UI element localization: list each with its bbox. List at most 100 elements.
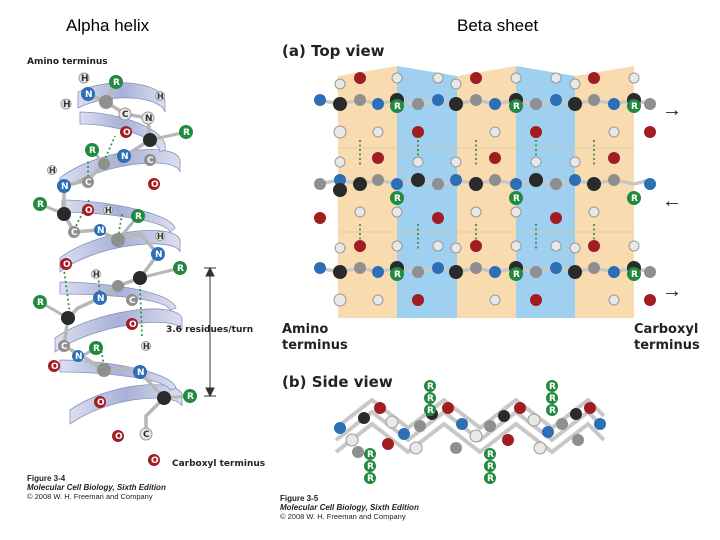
svg-text:C: C: [143, 430, 150, 440]
svg-text:H: H: [93, 270, 100, 279]
svg-text:H: H: [157, 232, 164, 241]
svg-text:C: C: [71, 228, 78, 238]
svg-text:C: C: [61, 342, 68, 352]
svg-text:R: R: [394, 102, 401, 112]
svg-text:C: C: [122, 110, 129, 120]
svg-text:R: R: [427, 394, 434, 404]
svg-text:R: R: [183, 128, 190, 138]
svg-text:R: R: [631, 194, 638, 204]
svg-text:R: R: [93, 344, 100, 354]
svg-text:O: O: [123, 128, 131, 138]
carboxyl-terminus-label: Carboxyl terminus: [172, 459, 266, 469]
svg-text:R: R: [487, 462, 494, 472]
svg-text:N: N: [97, 294, 105, 304]
alpha-figure-caption: Figure 3-4 Molecular Cell Biology, Sixth…: [27, 474, 166, 501]
svg-text:C: C: [147, 156, 154, 166]
svg-text:H: H: [63, 100, 71, 110]
beta-figure-number: Figure 3-5: [280, 494, 319, 503]
svg-text:R: R: [513, 194, 520, 204]
svg-text:R: R: [367, 474, 374, 484]
alpha-helix-heading: Alpha helix: [66, 16, 150, 35]
amino-terminus-label: Amino terminus: [27, 57, 108, 67]
svg-text:R: R: [367, 462, 374, 472]
strand-3-direction-arrow: →: [662, 280, 682, 302]
svg-text:N: N: [75, 352, 83, 362]
residues-per-turn-bracket: [204, 266, 216, 398]
svg-text:R: R: [135, 212, 142, 222]
beta-carboxyl-terminus-label: Carboxyl terminus: [634, 322, 700, 354]
svg-text:N: N: [155, 250, 163, 260]
beta-atoms-strand-2: R R R: [314, 152, 656, 224]
beta-atoms-strand-3: R R R: [314, 240, 656, 307]
helix-atoms: H H N R C H N O R R N C O H N C R O H R …: [33, 72, 197, 466]
svg-text:N: N: [121, 152, 129, 162]
beta-sheet-heading: Beta sheet: [457, 16, 539, 35]
svg-text:R: R: [631, 102, 638, 112]
svg-text:R: R: [89, 146, 96, 156]
svg-text:R: R: [37, 298, 44, 308]
svg-text:R: R: [549, 382, 556, 392]
svg-text:C: C: [85, 178, 92, 188]
svg-text:O: O: [97, 398, 105, 408]
svg-text:R: R: [487, 450, 494, 460]
svg-text:H: H: [157, 92, 164, 101]
side-view-letter: (b): [282, 373, 307, 391]
alpha-figure-book: Molecular Cell Biology, Sixth Edition: [27, 483, 166, 492]
beta-atoms-strand-1: R R R: [314, 72, 656, 139]
svg-text:O: O: [129, 320, 137, 330]
svg-text:R: R: [177, 264, 184, 274]
alpha-figure-copyright: © 2008 W. H. Freeman and Company: [27, 492, 153, 501]
svg-text:N: N: [85, 90, 93, 100]
beta-backbone: [316, 98, 652, 274]
beta-figure-book: Molecular Cell Biology, Sixth Edition: [280, 503, 419, 512]
beta-hydrogen-bonds: [359, 140, 595, 250]
side-view-text: Side view: [311, 373, 393, 391]
top-view-text: Top view: [311, 42, 385, 60]
beta-amino-line2: terminus: [282, 338, 348, 353]
svg-text:H: H: [49, 166, 56, 175]
svg-text:C: C: [129, 296, 136, 306]
alpha-figure-number: Figure 3-4: [27, 474, 66, 483]
pleat-bands: [338, 66, 634, 318]
svg-text:R: R: [37, 200, 44, 210]
svg-text:N: N: [97, 226, 105, 236]
svg-text:R: R: [549, 394, 556, 404]
alpha-helix-diagram: H H N R C H N O R R N C O H N C R O H R …: [33, 72, 216, 466]
residues-per-turn-label: 3.6 residues/turn: [166, 325, 254, 335]
svg-text:O: O: [115, 432, 123, 442]
svg-text:O: O: [63, 260, 71, 270]
top-view-title: (a) Top view: [282, 42, 385, 60]
svg-text:N: N: [61, 182, 69, 192]
svg-text:H: H: [143, 342, 150, 351]
svg-text:R: R: [549, 406, 556, 416]
svg-text:H: H: [81, 74, 89, 84]
beta-amino-terminus-label: Amino terminus: [282, 322, 348, 354]
svg-text:R: R: [513, 270, 520, 280]
svg-text:R: R: [427, 382, 434, 392]
beta-figure-caption: Figure 3-5 Molecular Cell Biology, Sixth…: [280, 494, 419, 521]
svg-text:N: N: [145, 114, 153, 124]
beta-figure-copyright: © 2008 W. H. Freeman and Company: [280, 512, 406, 521]
beta-carboxyl-line2: terminus: [634, 338, 700, 353]
svg-text:O: O: [85, 206, 93, 216]
svg-text:R: R: [394, 270, 401, 280]
beta-side-view: R R R R R R R R R R R R: [334, 380, 606, 484]
svg-text:O: O: [151, 456, 159, 466]
svg-text:R: R: [367, 450, 374, 460]
svg-text:O: O: [151, 180, 159, 190]
side-view-title: (b) Side view: [282, 373, 393, 391]
top-view-letter: (a): [282, 42, 306, 60]
svg-text:H: H: [105, 206, 112, 215]
svg-text:O: O: [51, 362, 59, 372]
svg-text:R: R: [113, 78, 120, 88]
strand-1-direction-arrow: →: [662, 99, 682, 121]
svg-text:R: R: [187, 392, 194, 402]
svg-text:R: R: [631, 270, 638, 280]
svg-text:R: R: [487, 474, 494, 484]
svg-text:N: N: [137, 368, 145, 378]
svg-text:R: R: [394, 194, 401, 204]
beta-amino-line1: Amino: [282, 322, 329, 337]
strand-2-direction-arrow: ←: [662, 190, 682, 212]
svg-text:R: R: [513, 102, 520, 112]
